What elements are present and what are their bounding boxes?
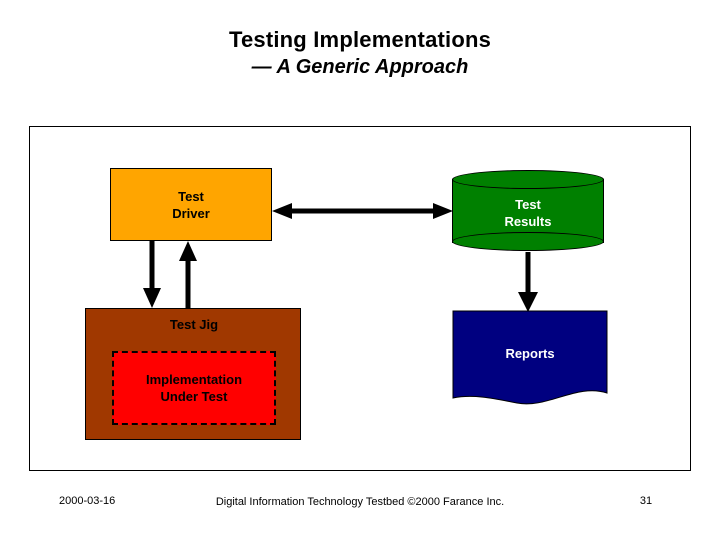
node-reports[interactable]: Reports	[452, 310, 608, 410]
node-reports-label: Reports	[505, 346, 555, 361]
cylinder-bottom-icon	[452, 232, 604, 251]
node-implementation-under-test[interactable]: Implementation Under Test	[112, 351, 276, 425]
node-iut-label-line1: Implementation	[145, 372, 243, 387]
node-test-results-label-line1: Test	[515, 197, 541, 212]
node-test-driver-label-line1: Test	[178, 188, 204, 204]
node-test-driver-label: Test Driver	[172, 188, 210, 222]
node-test-results-label: Test Results	[452, 196, 604, 230]
node-test-jig-label: Test Jig	[169, 317, 219, 332]
node-test-driver-label-line2: Driver	[172, 205, 210, 221]
title-line-2: — A Generic Approach	[251, 56, 469, 78]
cylinder-top-icon	[452, 170, 604, 189]
node-test-driver[interactable]: Test Driver	[110, 168, 272, 241]
page-title: Testing Implementations — A Generic Appr…	[0, 26, 720, 81]
node-test-jig[interactable]: Test Jig Implementation Under Test	[85, 308, 301, 440]
node-iut-label-line2: Under Test	[160, 389, 228, 404]
footer-date: 2000-03-16	[59, 495, 116, 507]
footer-page-number: 31	[639, 495, 653, 507]
node-implementation-under-test-label: Implementation Under Test	[146, 371, 242, 405]
node-test-results-label-line2: Results	[504, 214, 552, 229]
title-line-1: Testing Implementations	[228, 27, 492, 52]
document-shape-icon	[452, 310, 608, 405]
node-test-results[interactable]: Test Results	[452, 170, 604, 252]
footer-attribution: Digital Information Technology Testbed ©…	[215, 496, 505, 508]
